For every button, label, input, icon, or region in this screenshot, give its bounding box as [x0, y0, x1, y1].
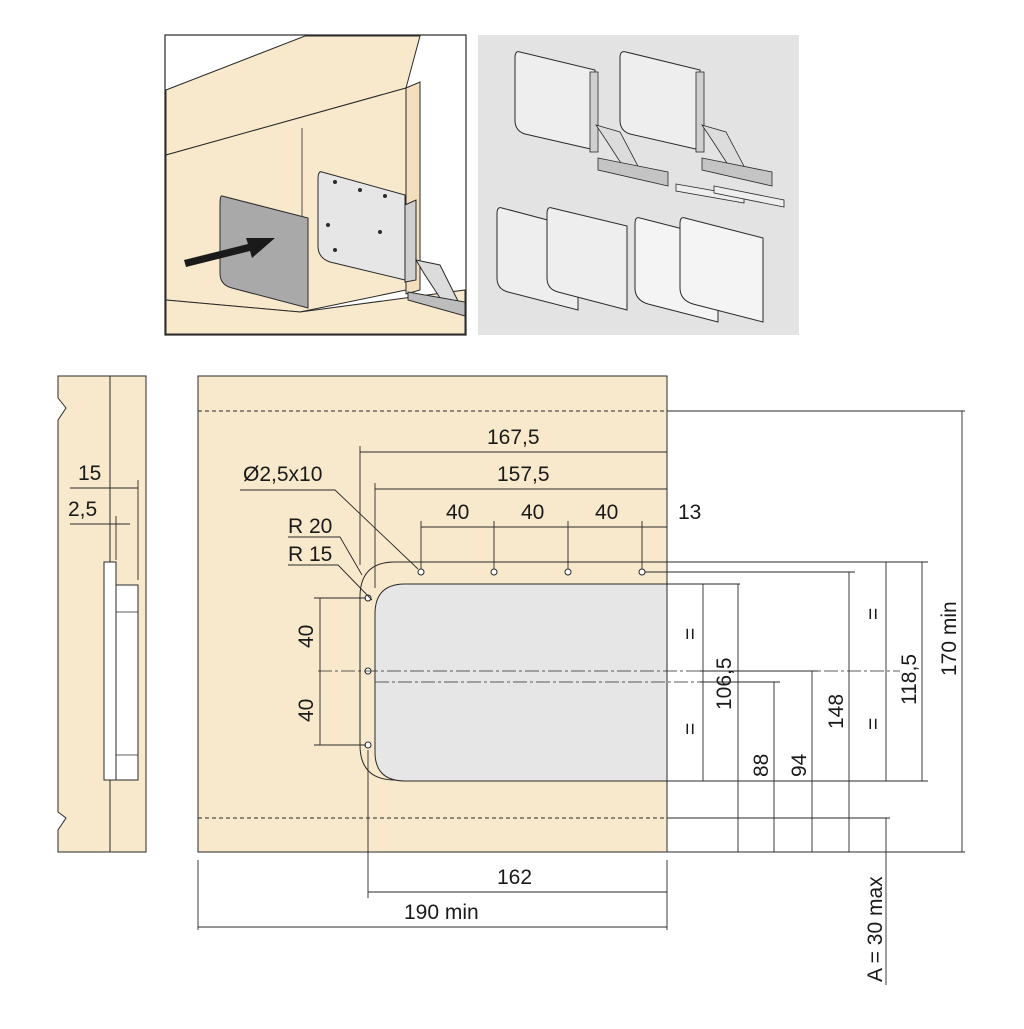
dim-170-min: 170 min — [938, 601, 961, 676]
dim-106-5: 106,5 — [713, 657, 736, 710]
equal-mark-bottom: = — [679, 723, 702, 735]
dim-88: 88 — [750, 754, 773, 777]
hole-2 — [490, 568, 498, 576]
radius-inner-label: R 15 — [288, 543, 332, 566]
hole-1 — [417, 568, 425, 576]
dim-2-5: 2,5 — [68, 498, 97, 521]
dim-148: 148 — [825, 694, 848, 729]
hole-spec-label: Ø2,5x10 — [243, 463, 322, 486]
hole-3 — [564, 568, 572, 576]
dim-end-offset: 13 — [678, 501, 701, 524]
dim-167-5: 167,5 — [487, 426, 540, 449]
install-illustration — [164, 34, 467, 336]
product-illustration — [478, 35, 799, 335]
dim-190-min: 190 min — [404, 901, 479, 924]
dim-162: 162 — [497, 866, 532, 889]
dim-118-5: 118,5 — [898, 654, 921, 705]
hole-4 — [638, 568, 646, 576]
dim-157-5: 157,5 — [497, 463, 550, 486]
dim-spacing-3: 40 — [595, 501, 618, 524]
dim-A-30-max: A = 30 max — [864, 876, 887, 982]
dim-spacing-1: 40 — [446, 501, 469, 524]
dim-spacing-2: 40 — [521, 501, 544, 524]
dim-15: 15 — [78, 462, 101, 485]
equal-mark-top: = — [679, 628, 702, 640]
equal-mark-right-bottom: = — [862, 718, 885, 730]
radius-outer-label: R 20 — [288, 515, 332, 538]
equal-mark-right-top: = — [862, 608, 885, 620]
dim-vert-40-top: 40 — [295, 625, 318, 648]
side-section-view: 15 2,5 — [57, 375, 147, 853]
dimension-labels: 167,5 157,5 Ø2,5x10 40 40 40 13 R 20 R 1… — [243, 426, 961, 982]
dim-94: 94 — [788, 753, 811, 777]
front-view — [197, 375, 900, 853]
dimension-lines — [197, 410, 965, 985]
dim-vert-40-bottom: 40 — [295, 699, 318, 722]
